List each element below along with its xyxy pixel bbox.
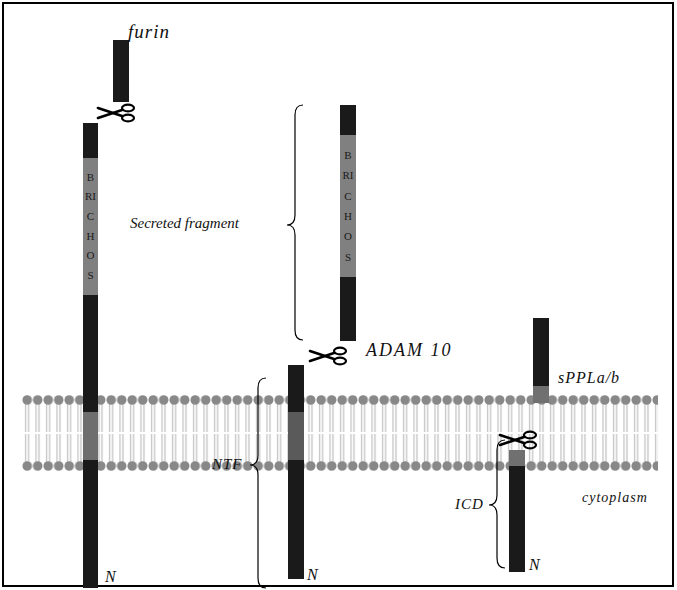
enzyme-label: furin: [128, 22, 170, 43]
terminus-label: N: [529, 556, 540, 574]
icd-tm-part: [509, 450, 525, 466]
brace: [489, 440, 505, 568]
membrane: [22, 394, 658, 472]
transmembrane-segment: [288, 412, 304, 460]
transmembrane-segment: [83, 412, 98, 460]
furin-fragment: [113, 40, 129, 102]
terminus-label: N: [307, 566, 318, 584]
frame: [3, 3, 673, 586]
domain-name: BRICHOS: [343, 145, 354, 267]
secreted-bar: [340, 105, 356, 341]
peptide-tm-part: [533, 386, 549, 403]
domain-name: BRICHOS: [85, 168, 96, 285]
icd-bar: [509, 450, 525, 572]
fragment-label: Secreted fragment: [130, 215, 239, 232]
domain-box: BRICHOS: [83, 158, 98, 295]
ntf-bar: [288, 365, 304, 579]
fragment-label: NTF: [212, 456, 243, 473]
compartment-label: cytoplasm: [582, 490, 648, 505]
released-peptide: [533, 318, 549, 386]
terminus-label: N: [105, 568, 116, 586]
precursor-bar: [83, 123, 98, 588]
fragment-label: ICD: [455, 496, 484, 513]
brace: [287, 105, 303, 340]
enzyme-label: sPPLa/b: [558, 369, 620, 387]
brace: [250, 378, 266, 588]
domain-box: BRICHOS: [340, 135, 356, 277]
enzyme-label: ADAM 10: [366, 341, 452, 361]
